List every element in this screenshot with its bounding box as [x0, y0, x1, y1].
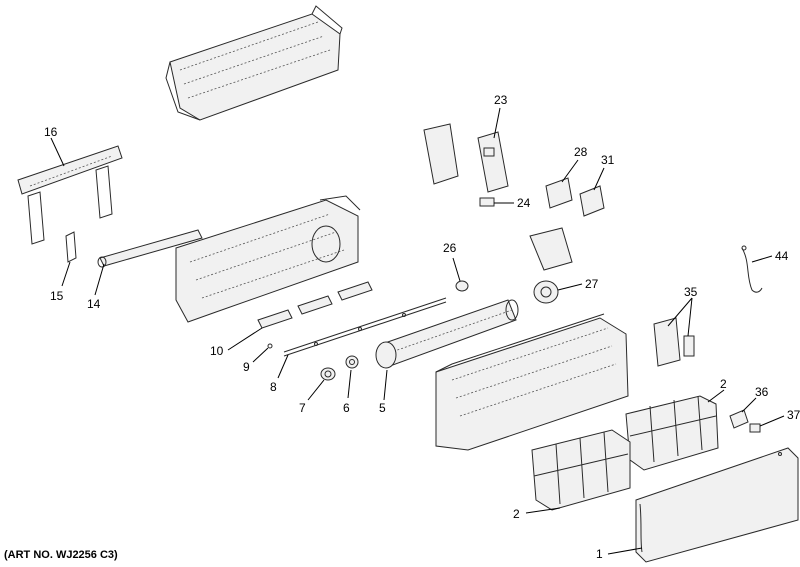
callout-35: 35: [684, 285, 698, 299]
callout-24: 24: [517, 196, 531, 210]
air-filter-lower-part: [531, 429, 631, 511]
display-board-part: [653, 317, 695, 367]
callout-14: 14: [87, 297, 101, 311]
leader-10: [227, 327, 263, 351]
bracket-part: [65, 231, 77, 263]
leader-9: [252, 347, 269, 363]
leader-2a: [707, 389, 725, 403]
leader-26: [452, 257, 461, 282]
callout-1: 1: [596, 547, 603, 561]
leader-1: [607, 547, 643, 555]
callout-16: 16: [44, 125, 58, 139]
chassis-frame-part: [175, 195, 361, 323]
callout-27: 27: [585, 277, 599, 291]
leader-2b: [525, 507, 561, 514]
leader-28: [561, 159, 579, 183]
small-part-36: [729, 409, 749, 429]
leader-37: [759, 415, 785, 427]
art-number-label: (ART NO. WJ2256 C3): [4, 549, 118, 561]
callout-15: 15: [50, 289, 64, 303]
main-housing-part: [435, 313, 629, 451]
connector-part: [479, 197, 495, 207]
connecting-rod-part: [283, 297, 447, 357]
control-board-part: [477, 131, 509, 193]
crossflow-fan-part: [375, 299, 519, 369]
bushing-part: [345, 355, 359, 369]
callout-8: 8: [270, 380, 277, 394]
mounting-plate-part: [17, 145, 123, 245]
leader-35b: [687, 297, 693, 337]
screw-part: [267, 343, 273, 349]
callout-28: 28: [574, 145, 588, 159]
callout-44: 44: [775, 249, 789, 263]
leader-15: [61, 261, 71, 287]
callout-31: 31: [601, 153, 615, 167]
cover-plate-31-part: [579, 185, 605, 217]
air-filter-upper-part: [625, 395, 719, 471]
control-box-part: [423, 123, 459, 185]
bearing-holder-part: [455, 280, 469, 292]
small-part-37: [749, 423, 761, 433]
cover-plate-28-part: [545, 177, 573, 209]
front-panel-part: [635, 447, 799, 563]
motor-cover-part: [529, 227, 573, 271]
leader-31: [593, 167, 605, 191]
callout-23: 23: [494, 93, 508, 107]
fan-motor-part: [533, 280, 559, 304]
leader-14: [94, 263, 105, 296]
callout-10: 10: [210, 344, 224, 358]
leader-44: [751, 255, 773, 263]
leader-8: [277, 354, 289, 379]
callout-26: 26: [443, 241, 457, 255]
leader-7: [307, 379, 325, 401]
evaporator-coil-part: [165, 5, 343, 121]
callout-6: 6: [343, 401, 350, 415]
leader-5: [383, 369, 388, 401]
leader-6: [347, 369, 352, 399]
leader-27: [557, 283, 583, 291]
callout-37: 37: [787, 408, 800, 422]
callout-9: 9: [243, 360, 250, 374]
callout-7: 7: [299, 401, 306, 415]
leader-23: [493, 107, 501, 139]
rod-part: [97, 229, 203, 268]
sensor-wire-part: [741, 245, 763, 293]
leader-36: [741, 397, 757, 413]
callout-36: 36: [755, 385, 769, 399]
leader-35a: [667, 297, 693, 327]
bearing-part: [320, 367, 336, 381]
leader-16: [50, 137, 65, 167]
callout-5: 5: [379, 401, 386, 415]
callout-2a: 2: [720, 377, 727, 391]
callout-2b: 2: [513, 507, 520, 521]
louver-part: [257, 281, 373, 329]
